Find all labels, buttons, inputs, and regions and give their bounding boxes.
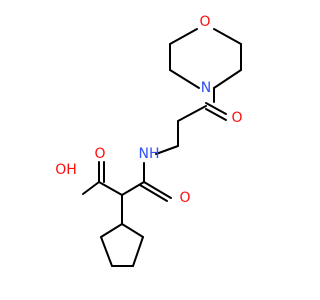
bond-chain-to-nh [155, 145, 179, 155]
morpholine-nitrogen-label: N [201, 80, 211, 96]
ketone-oxygen-label: O [231, 110, 242, 126]
bond-alpha-to-carboxyl-carbon [98, 181, 123, 196]
bond-amide-carbon-to-o [143, 181, 172, 199]
bond-morpholine-n-c3 [169, 69, 200, 89]
bond-carboxyl-c-oh [82, 181, 100, 195]
bond-cyclopentane-5 [121, 223, 144, 238]
morpholine-oxygen-label: O [199, 14, 210, 30]
bond-cyclopentane-1 [100, 223, 123, 238]
carboxyl-oxygen-label: O [94, 146, 105, 162]
bond-cyclopentane-2 [100, 236, 113, 267]
amide-oxygen-label: O [179, 190, 190, 206]
bond-morpholine-c4-o [169, 28, 198, 45]
hydroxyl-label: OH [55, 162, 77, 178]
chemical-structure-canvas: O N O NH OH O O [55, 14, 243, 267]
amide-nitrogen-label: NH [139, 146, 160, 162]
bond-morpholine-c2-n [213, 69, 242, 89]
molecule-diagram: O N O NH OH O O [55, 14, 243, 267]
bond-chain-1 [177, 105, 207, 122]
bond-morpholine-o-c1 [213, 28, 242, 45]
bond-cyclopentane-4 [132, 236, 144, 267]
bond-carbonyl-top [205, 102, 227, 115]
bond-amide-carbon-to-o-double [139, 184, 168, 202]
bond-carbonyl-bottom [205, 108, 227, 121]
bond-amide-to-alpha-carbon [121, 181, 145, 196]
